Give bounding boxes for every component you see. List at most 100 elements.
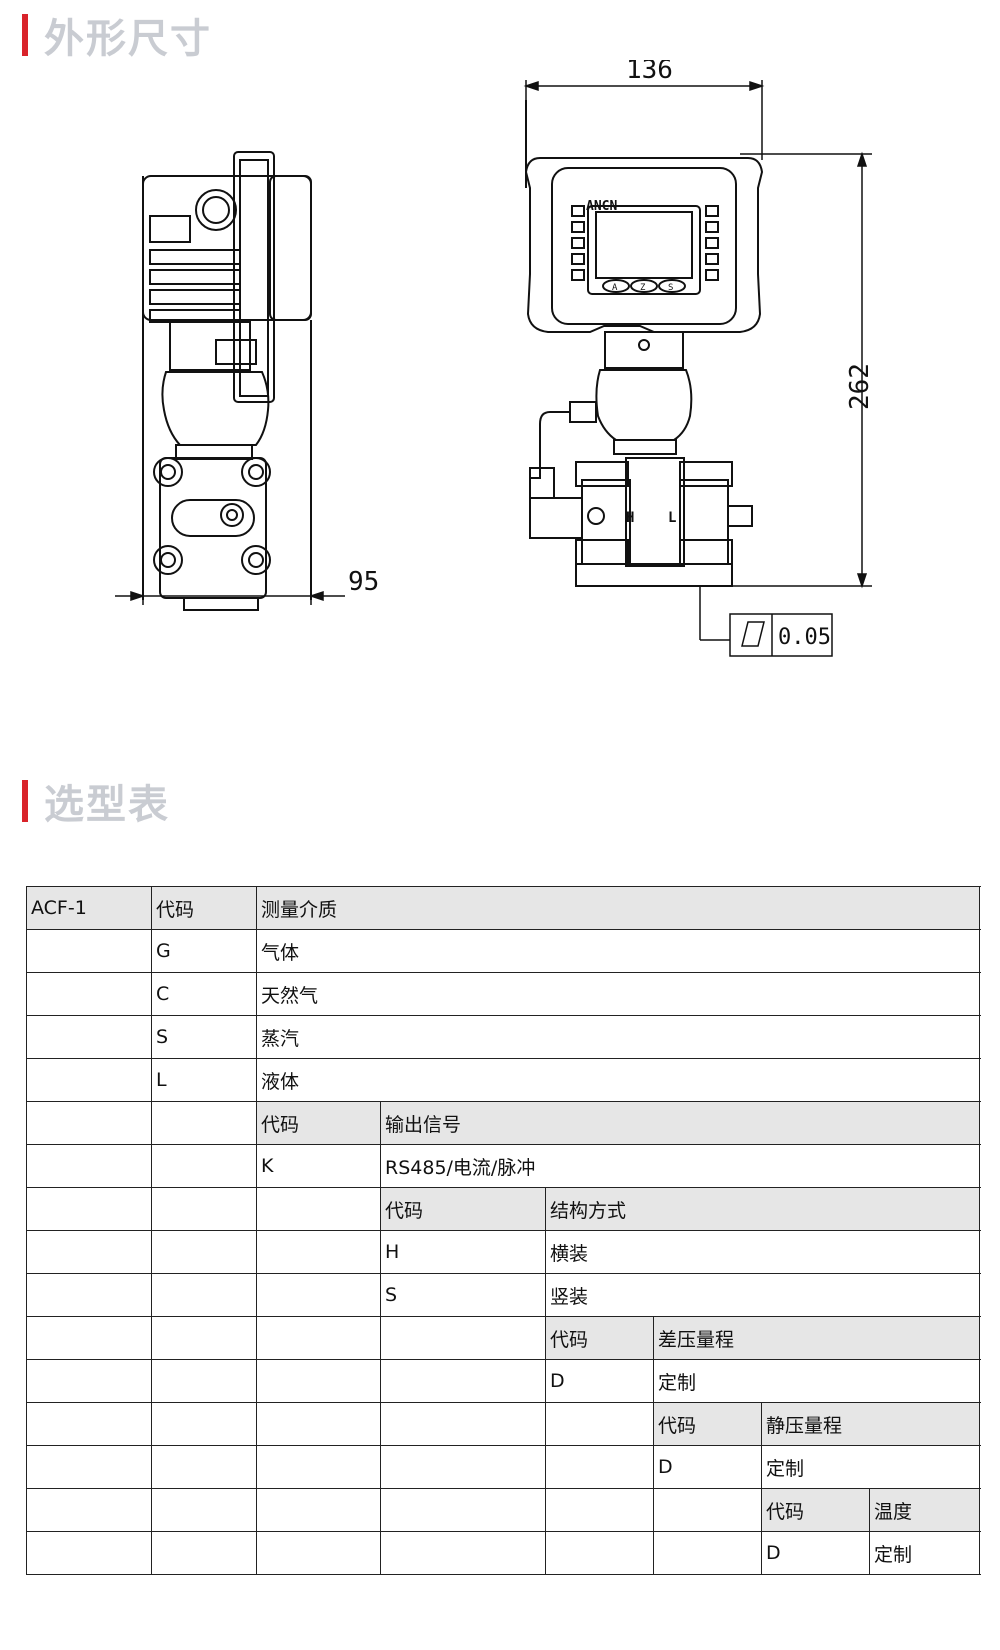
table-cell: 定制 xyxy=(869,1531,980,1575)
header-cell: 结构方式 xyxy=(545,1187,980,1231)
selection-section-header: 选型表 xyxy=(22,778,170,828)
side-dimension xyxy=(115,580,345,605)
table-cell: 气体 xyxy=(256,929,980,973)
empty-cell xyxy=(151,1359,257,1403)
empty-cell xyxy=(26,1187,152,1231)
button-label-a: A xyxy=(612,283,618,293)
empty-cell xyxy=(545,1402,654,1446)
empty-cell xyxy=(545,1531,654,1575)
empty-cell xyxy=(26,1488,152,1532)
section-accent-bar xyxy=(22,780,28,822)
header-cell: 代码 xyxy=(653,1402,762,1446)
empty-cell xyxy=(380,1531,546,1575)
empty-cell xyxy=(26,1445,152,1489)
empty-cell xyxy=(26,1273,152,1317)
header-cell: ACF-1 xyxy=(26,886,152,930)
empty-cell xyxy=(26,1058,152,1102)
dim-width-front: 136 xyxy=(626,60,673,85)
brand-label: ANCN xyxy=(586,199,617,214)
table-cell: H xyxy=(380,1230,546,1274)
table-cell: D xyxy=(653,1445,762,1489)
table-cell: 蒸汽 xyxy=(256,1015,980,1059)
empty-cell xyxy=(151,1402,257,1446)
header-cell: 温度 xyxy=(869,1488,980,1532)
dim-width-side: 95 xyxy=(348,567,379,597)
table-cell: 横装 xyxy=(545,1230,980,1274)
empty-cell xyxy=(26,1316,152,1360)
table-row: 代码静压量程 xyxy=(26,1402,980,1446)
empty-cell xyxy=(26,1402,152,1446)
table-cell: 天然气 xyxy=(256,972,980,1016)
header-cell: 测量介质 xyxy=(256,886,980,930)
empty-cell xyxy=(151,1273,257,1317)
port-label-h: H xyxy=(626,510,634,526)
table-cell: D xyxy=(545,1359,654,1403)
empty-cell xyxy=(151,1531,257,1575)
header-cell: 差压量程 xyxy=(653,1316,980,1360)
empty-cell xyxy=(26,1359,152,1403)
empty-cell xyxy=(256,1273,381,1317)
empty-cell xyxy=(256,1488,381,1532)
button-label-z: Z xyxy=(640,283,646,293)
header-cell: 静压量程 xyxy=(761,1402,980,1446)
dimensions-title: 外形尺寸 xyxy=(44,16,212,62)
empty-cell xyxy=(256,1402,381,1446)
button-label-s: S xyxy=(668,283,673,293)
front-view xyxy=(524,100,764,587)
empty-cell xyxy=(151,1445,257,1489)
header-cell: 输出信号 xyxy=(380,1101,980,1145)
empty-cell xyxy=(256,1531,381,1575)
empty-cell xyxy=(151,1488,257,1532)
empty-cell xyxy=(26,1015,152,1059)
header-cell: 代码 xyxy=(380,1187,546,1231)
table-cell: D xyxy=(761,1531,870,1575)
table-cell: RS485/电流/脉冲 xyxy=(380,1144,980,1188)
empty-cell xyxy=(26,1230,152,1274)
table-cell: 竖装 xyxy=(545,1273,980,1317)
header-cell: 代码 xyxy=(256,1101,381,1145)
empty-cell xyxy=(26,972,152,1016)
dimension-drawing: ANCN A Z S H L 136 262 95 0.05 xyxy=(115,60,875,657)
empty-cell xyxy=(151,1187,257,1231)
side-view xyxy=(142,151,312,611)
table-cell: K xyxy=(256,1144,381,1188)
empty-cell xyxy=(26,1531,152,1575)
dim-height: 262 xyxy=(845,363,875,410)
empty-cell xyxy=(151,1101,257,1145)
empty-cell xyxy=(256,1359,381,1403)
empty-cell xyxy=(26,1101,152,1145)
table-row: 代码输出信号 xyxy=(26,1101,980,1145)
port-label-l: L xyxy=(668,510,676,526)
empty-cell xyxy=(256,1316,381,1360)
selection-title: 选型表 xyxy=(44,782,170,828)
empty-cell xyxy=(151,1316,257,1360)
empty-cell xyxy=(653,1488,762,1532)
empty-cell xyxy=(26,1144,152,1188)
empty-cell xyxy=(380,1402,546,1446)
empty-cell xyxy=(26,929,152,973)
empty-cell xyxy=(380,1359,546,1403)
empty-cell xyxy=(256,1230,381,1274)
empty-cell xyxy=(380,1445,546,1489)
table-row: 代码差压量程 xyxy=(26,1316,980,1360)
header-cell: 代码 xyxy=(151,886,257,930)
table-cell: S xyxy=(380,1273,546,1317)
empty-cell xyxy=(256,1187,381,1231)
flatness-tolerance: 0.05 xyxy=(778,625,831,650)
front-dimensions xyxy=(523,80,872,657)
table-cell: C xyxy=(151,972,257,1016)
empty-cell xyxy=(545,1445,654,1489)
empty-cell xyxy=(380,1488,546,1532)
table-cell: 定制 xyxy=(653,1359,980,1403)
empty-cell xyxy=(151,1144,257,1188)
